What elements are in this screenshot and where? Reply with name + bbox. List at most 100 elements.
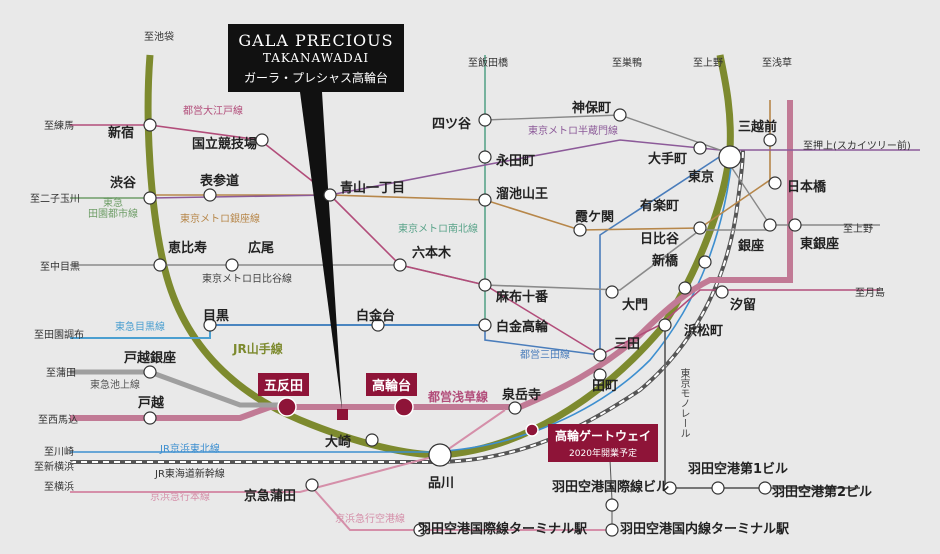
station-circle	[305, 478, 319, 492]
station-haneda-t2: 羽田空港第2ビル	[772, 485, 873, 500]
station-yotsuya: 四ツ谷	[432, 117, 472, 132]
station-shibuya: 渋谷	[110, 176, 137, 191]
station-circle	[605, 285, 619, 299]
station-hamamatsucho: 浜松町	[684, 324, 724, 339]
station-circle	[763, 133, 777, 147]
dest-oshiage: 至押上(スカイツリー前)	[803, 141, 911, 152]
station-circle	[393, 258, 407, 272]
station-circle	[788, 218, 802, 232]
station-higashi-ginza: 東銀座	[800, 237, 840, 252]
station-circle	[153, 258, 167, 272]
station-circle	[693, 221, 707, 235]
line-label-hibiya: 東京メトロ日比谷線	[202, 274, 292, 285]
ikegami-line	[70, 369, 285, 408]
mita-line	[210, 149, 731, 356]
line-label-keikyu-airport: 京浜急行空港線	[335, 514, 405, 525]
station-jimbocho: 神保町	[572, 101, 612, 116]
station-yurakucho: 有楽町	[640, 199, 680, 214]
dest-ikebukuro: 至池袋	[144, 32, 174, 43]
station-nihonbashi: 日本橋	[787, 180, 827, 195]
dest-asakusa: 至浅草	[762, 58, 792, 69]
station-tameike: 溜池山王	[496, 187, 549, 202]
station-kokuritsu: 国立競技場	[192, 137, 258, 152]
line-label-meguro: 東急目黒線	[115, 322, 165, 333]
dest-nakameguro: 至中目黒	[40, 262, 80, 273]
station-circle	[573, 223, 587, 237]
station-shinagawa: 品川	[428, 476, 455, 491]
highlight-station-circle	[525, 423, 539, 437]
station-haneda-intl-term: 羽田空港国際線ターミナル駅	[418, 522, 588, 537]
station-hibiya: 日比谷	[640, 232, 680, 247]
station-circle	[478, 318, 492, 332]
station-azabu: 麻布十番	[496, 290, 549, 305]
sengakuji-connector	[609, 459, 613, 530]
station-mita: 三田	[614, 337, 641, 352]
dest-kawasaki: 至川崎	[44, 447, 74, 458]
station-shirokanedai: 白金台	[356, 309, 396, 324]
station-roppongi: 六本木	[412, 246, 452, 261]
station-shinjuku: 新宿	[108, 126, 135, 141]
line-label-oedo: 都営大江戸線	[183, 106, 243, 117]
dest-ueno1: 至上野	[693, 58, 723, 69]
hanzomon-line	[149, 139, 920, 199]
line-label-ginza: 東京メトロ銀座線	[180, 214, 260, 225]
takanawa-gateway-badge: 高輪ゲートウェイ 2020年開業予定	[548, 424, 658, 462]
dest-futako: 至二子玉川	[30, 194, 80, 205]
line-label-yamanote: JR山手線	[233, 342, 283, 356]
property-logo: GALA PRECIOUS TAKANAWADAI ガーラ・プレシャス高輪台	[228, 24, 404, 92]
line-label-asakusa: 都営浅草線	[428, 390, 489, 404]
station-markers	[143, 108, 802, 537]
station-takanawadai: 高輪台	[366, 373, 418, 396]
yurakucho-line	[484, 114, 880, 226]
line-label-denentoshi: 東急 田園都市線	[88, 198, 138, 220]
station-meguro: 目黒	[203, 309, 230, 324]
station-circle	[478, 278, 492, 292]
station-circle	[203, 188, 217, 202]
station-circle	[693, 141, 707, 155]
station-shiodome: 汐留	[730, 298, 757, 313]
takanawa-gateway-name: 高輪ゲートウェイ	[554, 429, 651, 443]
station-circle	[663, 481, 677, 495]
station-circle	[605, 523, 619, 537]
station-circle	[758, 481, 772, 495]
station-circle	[323, 188, 337, 202]
line-label-hanzomon: 東京メトロ半蔵門線	[528, 126, 618, 137]
dest-denenchofu: 至田園調布	[34, 330, 84, 341]
station-togoshi-ginza: 戸越銀座	[124, 351, 177, 366]
station-circle	[718, 145, 742, 169]
station-circle	[143, 411, 157, 425]
station-circle	[508, 401, 522, 415]
station-circle	[143, 365, 157, 379]
line-label-namboku: 東京メトロ南北線	[398, 224, 478, 235]
station-circle	[428, 443, 452, 467]
station-circle	[478, 150, 492, 164]
logo-name-line2: TAKANAWADAI	[262, 51, 370, 65]
station-circle	[143, 191, 157, 205]
station-haneda-t1: 羽田空港第1ビル	[688, 462, 789, 477]
keikyu-airport-line	[309, 484, 612, 531]
station-circle	[613, 108, 627, 122]
station-tokyo: 東京	[688, 170, 715, 185]
station-circle	[715, 285, 729, 299]
logo-pointer	[300, 92, 342, 410]
station-circle	[658, 318, 672, 332]
station-shimbashi: 新橋	[652, 254, 679, 269]
station-shirokane-takanawa: 白金高輪	[496, 320, 549, 335]
dest-iidabashi: 至飯田橋	[468, 58, 508, 69]
station-circle	[203, 318, 217, 332]
logo-name-jp: ガーラ・プレシャス高輪台	[243, 71, 388, 85]
station-daimon: 大門	[622, 298, 649, 313]
station-circle	[678, 281, 692, 295]
dest-ueno2: 至上野	[843, 224, 873, 235]
station-circle	[225, 258, 239, 272]
station-keikyu-kamata: 京急蒲田	[244, 489, 297, 504]
keikyu-line	[70, 409, 506, 493]
line-label-keihin-tohoku: JR京浜東北線	[160, 444, 220, 455]
station-ebisu: 恵比寿	[168, 241, 208, 256]
line-label-keikyu: 京浜急行本線	[150, 492, 210, 503]
station-circle	[413, 523, 427, 537]
station-circle	[698, 255, 712, 269]
station-haneda-intl: 羽田空港国際線ビル	[552, 480, 670, 495]
station-nagatacho: 永田町	[496, 154, 536, 169]
